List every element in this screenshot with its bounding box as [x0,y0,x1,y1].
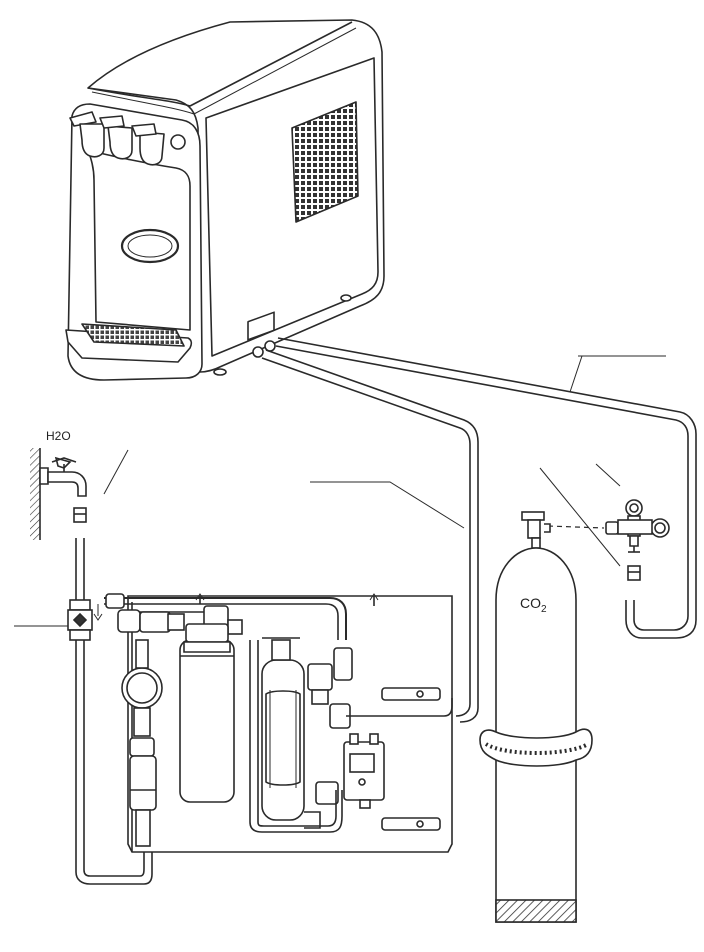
water-tap: H2O [30,429,87,540]
carbonator-tank [261,637,305,821]
pump-column [121,639,163,847]
outlet-ports [252,340,276,358]
water-label: H2O [46,429,71,443]
vent-grill [291,101,359,223]
co2-subscript: 2 [541,604,547,615]
water-supply-pipe [75,538,153,885]
connection-plate [247,311,275,341]
tap-adapter [73,507,87,523]
regulator-adapter [627,565,641,581]
co2-label: CO2 [520,595,547,615]
wall-brackets [381,687,441,831]
foot [213,368,227,376]
flow-regulator [129,755,157,811]
filter-cartridge [179,623,235,803]
co2-cylinder [479,511,593,923]
water-dispenser [65,19,385,381]
cylinder-base [495,899,577,923]
callout-leaders [310,355,666,567]
tap-levers [69,111,186,166]
pump-motor [343,733,385,809]
internal-pipes [249,640,453,833]
inline-valve [67,599,93,641]
leader-line [103,449,129,495]
foot [340,294,352,302]
check-valves [304,647,353,829]
connecting-hoses [261,337,697,723]
top-manifold [104,593,379,640]
cylinder-body [495,547,577,923]
co2-regulator [605,499,670,581]
cylinder-strap [479,728,593,767]
